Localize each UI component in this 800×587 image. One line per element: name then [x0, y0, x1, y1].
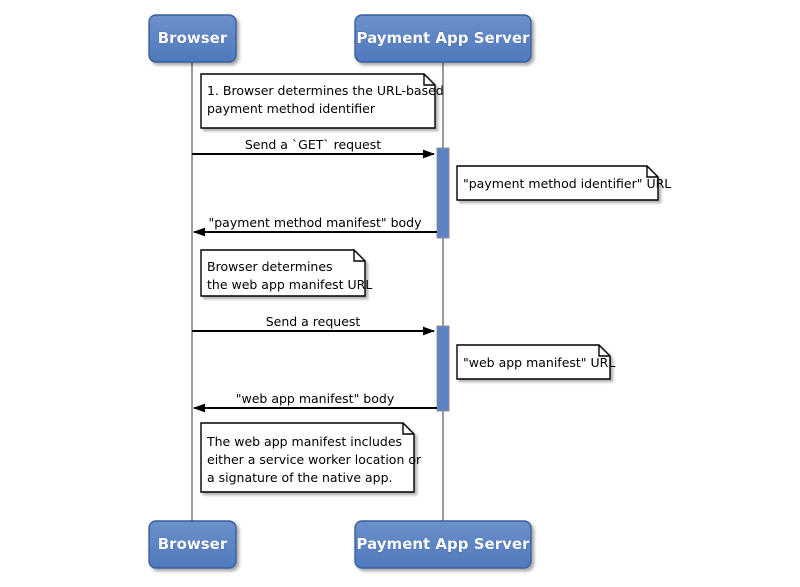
participant-label-browser-top: Browser [158, 29, 228, 47]
note-payment-method-identifier-url [456, 165, 659, 201]
messages: Send a `GET` request "payment method man… [192, 137, 437, 413]
message-label-payment-method-manifest-body: "payment method manifest" body [208, 215, 422, 230]
lifelines [191, 62, 444, 525]
note-web-app-manifest-includes-line-2: either a service worker location or [207, 452, 422, 467]
participant-browser-top[interactable]: Browser [148, 14, 237, 63]
participant-label-server-top: Payment App Server [357, 29, 531, 47]
participant-server-top[interactable]: Payment App Server [354, 14, 532, 63]
note-web-app-manifest-includes-line-1: The web app manifest includes [206, 434, 402, 449]
message-label-web-app-manifest-body: "web app manifest" body [236, 391, 395, 406]
note-web-app-manifest-url-line-1: "web app manifest" URL [463, 355, 615, 370]
note-url-based-identifier-line-1: 1. Browser determines the URL-based [207, 83, 444, 98]
participant-browser-bottom[interactable]: Browser [148, 520, 237, 569]
participant-server-bottom[interactable]: Payment App Server [354, 520, 532, 569]
message-label-get-request: Send a `GET` request [245, 137, 381, 152]
participant-box-server-top[interactable] [354, 14, 532, 63]
note-browser-determines-web-app-manifest-url-line-1: Browser determines [207, 259, 333, 274]
note-web-app-manifest-url [456, 344, 611, 380]
note-web-app-manifest-includes-line-3: a signature of the native app. [207, 470, 393, 485]
notes: 1. Browser determines the URL-based paym… [200, 73, 671, 493]
note-browser-determines-web-app-manifest-url [200, 249, 366, 297]
message-label-send-a-request: Send a request [266, 314, 361, 329]
activation-bars [436, 147, 450, 412]
participant-box-browser-bottom[interactable] [148, 520, 237, 569]
participant-label-server-bottom: Payment App Server [357, 535, 531, 553]
participant-box-server-bottom[interactable] [354, 520, 532, 569]
note-browser-determines-web-app-manifest-url-line-2: the web app manifest URL [207, 277, 372, 292]
activation-bar-server-1 [436, 147, 450, 239]
participant-label-browser-bottom: Browser [158, 535, 228, 553]
participant-box-browser-top[interactable] [148, 14, 237, 63]
note-url-based-identifier [200, 73, 436, 129]
note-url-based-identifier-line-2: payment method identifier [207, 101, 376, 116]
note-web-app-manifest-includes [200, 422, 415, 493]
activation-bar-server-2 [436, 325, 450, 412]
note-payment-method-identifier-url-line-1: "payment method identifier" URL [463, 176, 671, 191]
